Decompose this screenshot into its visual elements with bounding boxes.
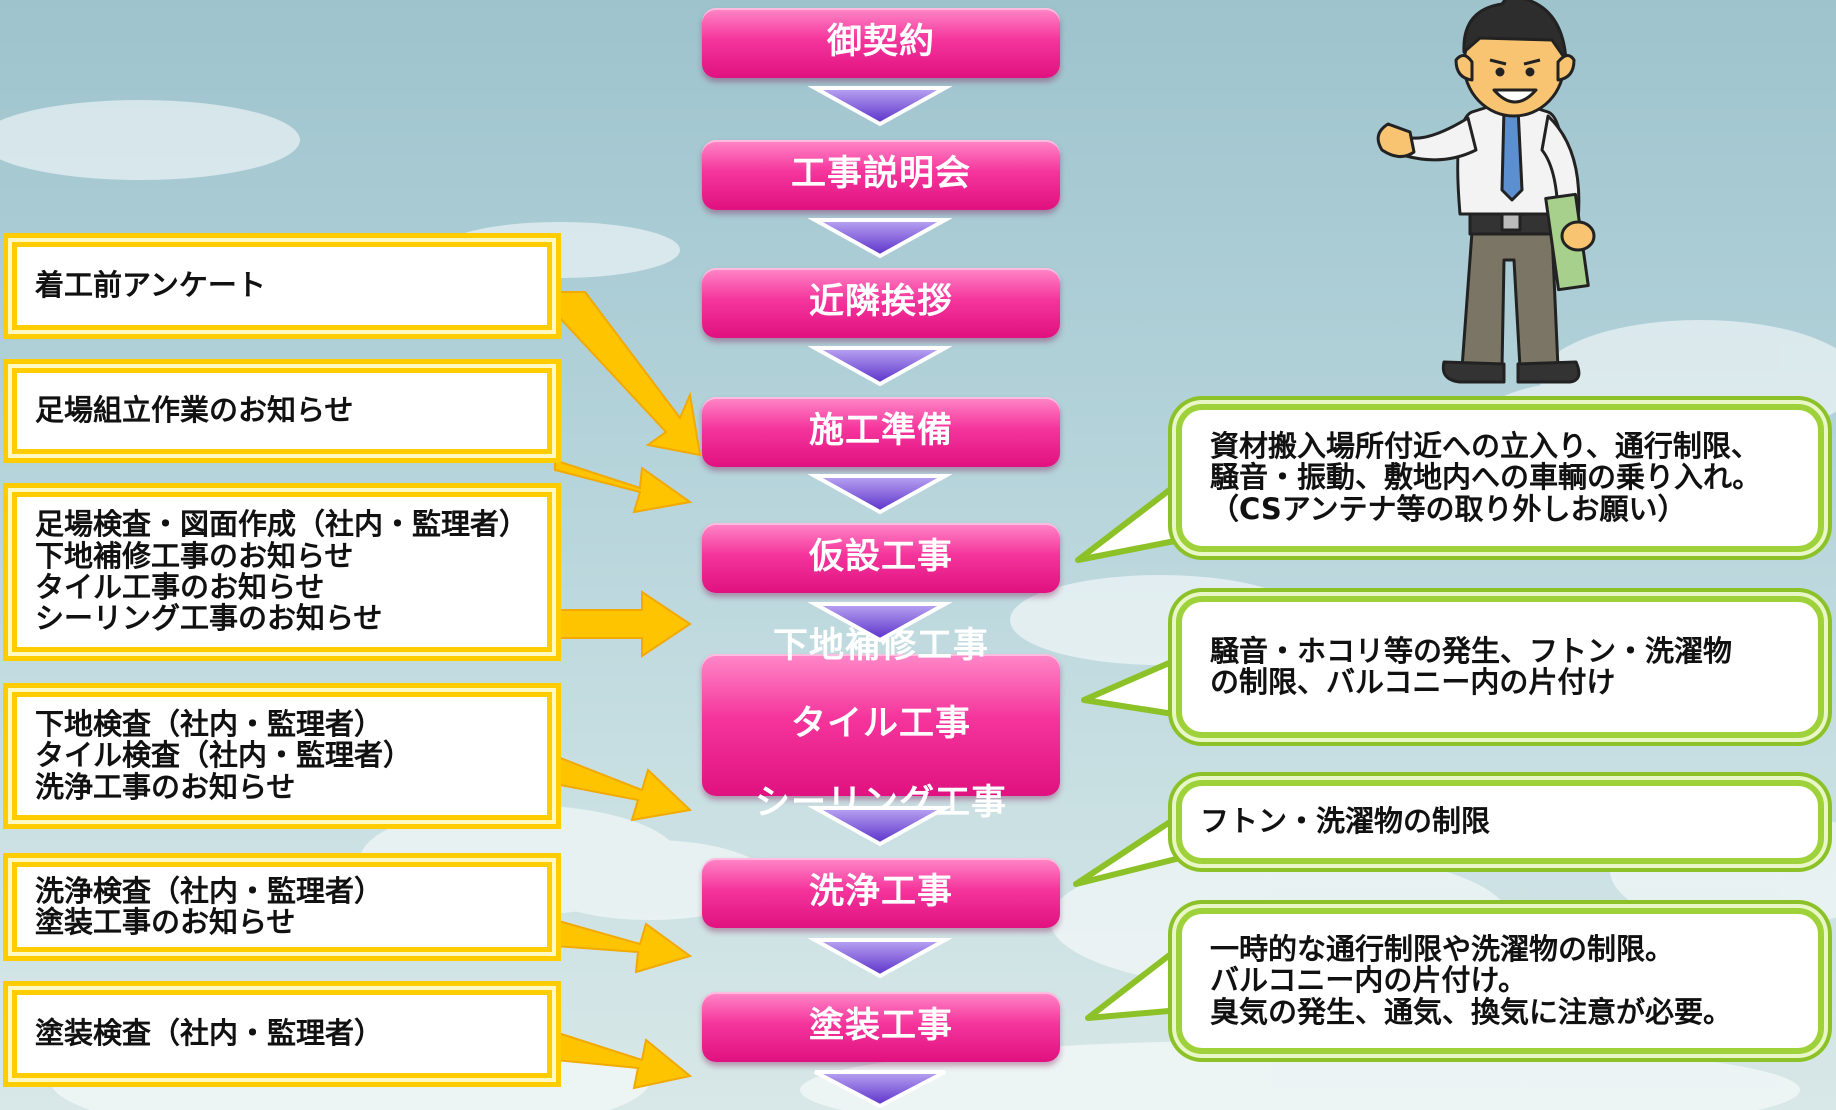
- caution-line: フトン・洗濯物の制限: [1200, 804, 1491, 839]
- notice-base-inspection: 下地検査（社内・監理者） タイル検査（社内・監理者） 洗浄工事のお知らせ: [8, 688, 556, 824]
- caution-line: 一時的な通行制限や洗濯物の制限。: [1210, 932, 1675, 967]
- caution-line: の制限、バルコニー内の片付け: [1210, 665, 1616, 699]
- caution-washing: フトン・洗濯物の制限: [1176, 780, 1824, 864]
- caution-scaffolding: 資材搬入場所付近への立入り、通行制限、 騒音・振動、敷地内への車輌の乗り入れ。 …: [1176, 404, 1824, 552]
- notice-line: タイル工事のお知らせ: [35, 570, 325, 604]
- step-label: 工事説明会: [790, 154, 971, 195]
- step-neighbor-greeting: 近隣挨拶: [702, 268, 1060, 338]
- caution-line: 臭気の発生、通気、換気に注意が必要。: [1210, 994, 1733, 1029]
- caution-line: バルコニー内の片付け。: [1210, 963, 1527, 998]
- notice-pre-construction-survey: 着工前アンケート: [8, 238, 556, 334]
- notice-line: 洗浄工事のお知らせ: [35, 769, 296, 804]
- step-label: タイル工事: [790, 704, 971, 745]
- step-painting: 塗装工事: [702, 992, 1060, 1062]
- step-label: 下地補修工事: [772, 626, 989, 667]
- step-scaffolding: 仮設工事: [702, 523, 1060, 593]
- notice-line: 足場組立作業のお知らせ: [35, 393, 354, 428]
- step-briefing: 工事説明会: [702, 140, 1060, 210]
- notice-line: 着工前アンケート: [35, 268, 266, 303]
- notice-line: 下地検査（社内・監理者）: [35, 707, 384, 742]
- caution-line: 資材搬入場所付近への立入り、通行制限、: [1210, 429, 1760, 464]
- step-label: 御契約: [826, 22, 935, 63]
- notice-line: 足場検査・図面作成（社内・監理者）: [35, 507, 529, 542]
- caution-line: （CSアンテナ等の取り外しお願い）: [1210, 491, 1687, 526]
- notice-line: 塗装検査（社内・監理者）: [35, 1016, 384, 1051]
- notice-line: タイル検査（社内・監理者）: [35, 738, 413, 773]
- step-label: 塗装工事: [808, 1006, 953, 1047]
- notice-wash-inspection: 洗浄検査（社内・監理者） 塗装工事のお知らせ: [8, 858, 556, 956]
- notice-line: シーリング工事のお知らせ: [35, 601, 383, 636]
- step-label: 仮設工事: [808, 537, 953, 578]
- notice-scaffold-inspection: 足場検査・図面作成（社内・監理者） 下地補修工事のお知らせ タイル工事のお知らせ…: [8, 488, 556, 656]
- caution-line: 騒音・振動、敷地内への車輌の乗り入れ。: [1210, 460, 1762, 495]
- step-label: 近隣挨拶: [808, 282, 953, 323]
- notice-scaffold-assembly: 足場組立作業のお知らせ: [8, 364, 556, 458]
- businessman-guide-illustration: [1376, 0, 1596, 384]
- step-label: シーリング工事: [754, 782, 1007, 823]
- notice-line: 下地補修工事のお知らせ: [35, 538, 354, 573]
- step-label: 施工準備: [808, 411, 953, 452]
- caution-repair-work: 騒音・ホコリ等の発生、フトン・洗濯物 の制限、バルコニー内の片付け: [1176, 596, 1824, 738]
- notice-line: 洗浄検査（社内・監理者）: [35, 873, 384, 908]
- step-label: 洗浄工事: [808, 872, 953, 913]
- step-repair-tile-sealing: 下地補修工事 タイル工事 シーリング工事: [702, 626, 1060, 822]
- caution-painting: 一時的な通行制限や洗濯物の制限。 バルコニー内の片付け。 臭気の発生、通気、換気…: [1176, 908, 1824, 1054]
- notice-paint-inspection: 塗装検査（社内・監理者）: [8, 986, 556, 1082]
- step-contract: 御契約: [702, 8, 1060, 78]
- step-washing: 洗浄工事: [702, 858, 1060, 928]
- caution-line: 騒音・ホコリ等の発生、フトン・洗濯物: [1210, 633, 1733, 668]
- step-preparation: 施工準備: [702, 397, 1060, 467]
- notice-line: 塗装工事のお知らせ: [35, 905, 296, 939]
